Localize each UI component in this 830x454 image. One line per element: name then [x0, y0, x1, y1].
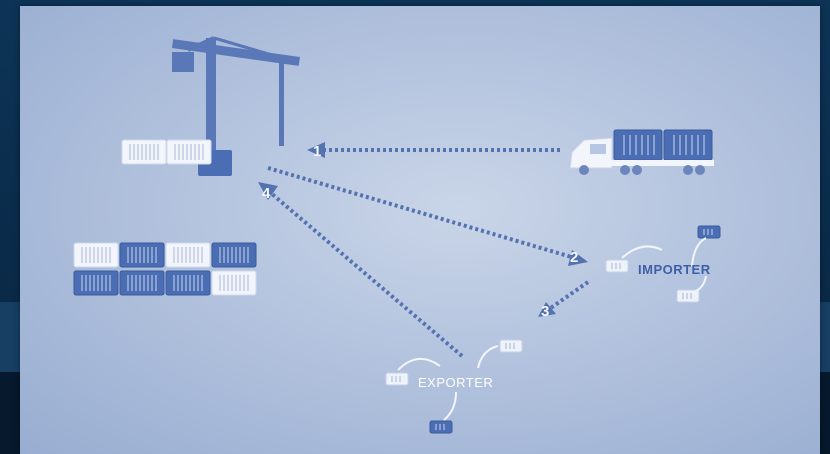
step-4: 4 [262, 185, 271, 202]
arrow-heads [258, 142, 588, 317]
step-1: 1 [313, 143, 321, 160]
importer-node: IMPORTER [605, 225, 721, 303]
exporter-node: EXPORTER [385, 339, 523, 434]
arrowhead-1 [307, 142, 325, 158]
flow-arrows [267, 148, 590, 358]
port-containers [121, 139, 212, 165]
importer-label: IMPORTER [638, 262, 711, 277]
step-2: 2 [570, 249, 578, 266]
gantry-crane-icon [171, 36, 300, 176]
arrowhead-2 [568, 250, 588, 266]
arrow-4 [270, 192, 464, 358]
step-labels: 1 2 3 4 [262, 143, 578, 320]
diagram-panel [20, 6, 820, 454]
arrowhead-3 [538, 302, 556, 317]
truck-icon [569, 129, 714, 175]
arrowhead-4 [258, 182, 278, 200]
container-stack [73, 242, 257, 296]
step-3: 3 [541, 303, 549, 320]
exporter-label: EXPORTER [418, 375, 493, 390]
arrow-3 [543, 280, 590, 314]
arrow-2 [267, 166, 576, 260]
